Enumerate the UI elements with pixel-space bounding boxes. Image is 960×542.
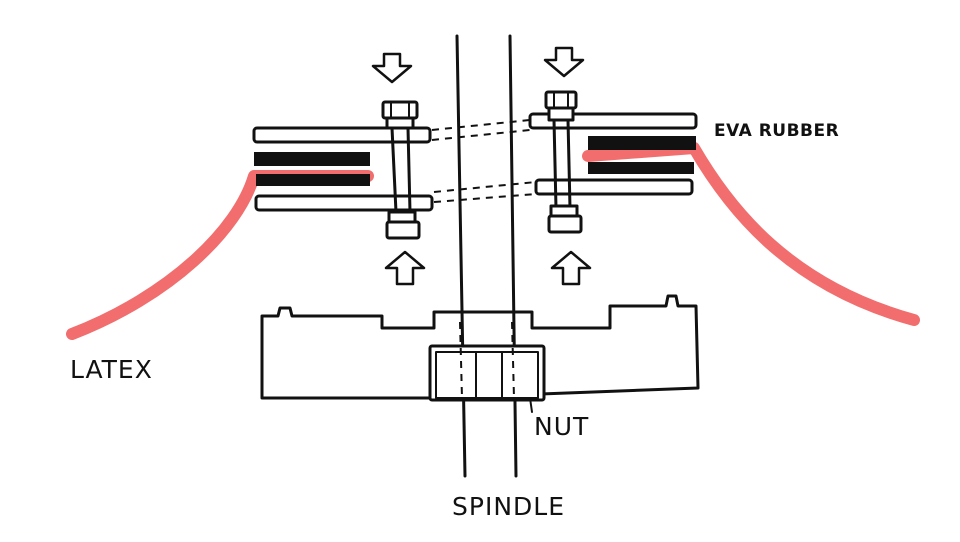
down-arrow-icon — [543, 46, 585, 78]
base-block — [260, 294, 700, 400]
left-eva-rubber-bottom — [256, 174, 370, 186]
up-arrow-icon — [384, 250, 426, 286]
left-top-plate — [252, 126, 432, 144]
plate-dashes — [431, 119, 537, 203]
left-eva-rubber-top — [254, 152, 370, 166]
right-eva-rubber-top — [588, 136, 696, 150]
latex-right — [582, 142, 920, 326]
nut-label: NUT — [534, 412, 590, 441]
latex-membrane — [66, 142, 920, 340]
nut — [428, 344, 546, 402]
right-clamp — [528, 90, 698, 234]
nut-leader — [529, 397, 533, 413]
left-clamp — [252, 100, 434, 240]
up-arrow-icon — [550, 250, 592, 286]
eva-rubber-label: EVA RUBBER — [714, 121, 840, 141]
latex-left — [66, 170, 374, 340]
left-bottom-plate — [254, 194, 434, 212]
right-eva-rubber-bottom — [588, 162, 694, 174]
spindle — [455, 34, 518, 478]
right-bottom-plate — [534, 178, 694, 196]
right-bolt — [544, 90, 583, 234]
down-arrow-icon — [371, 52, 413, 84]
left-bolt — [381, 100, 421, 240]
spindle-label: SPINDLE — [452, 492, 565, 521]
latex-label: LATEX — [70, 355, 153, 384]
